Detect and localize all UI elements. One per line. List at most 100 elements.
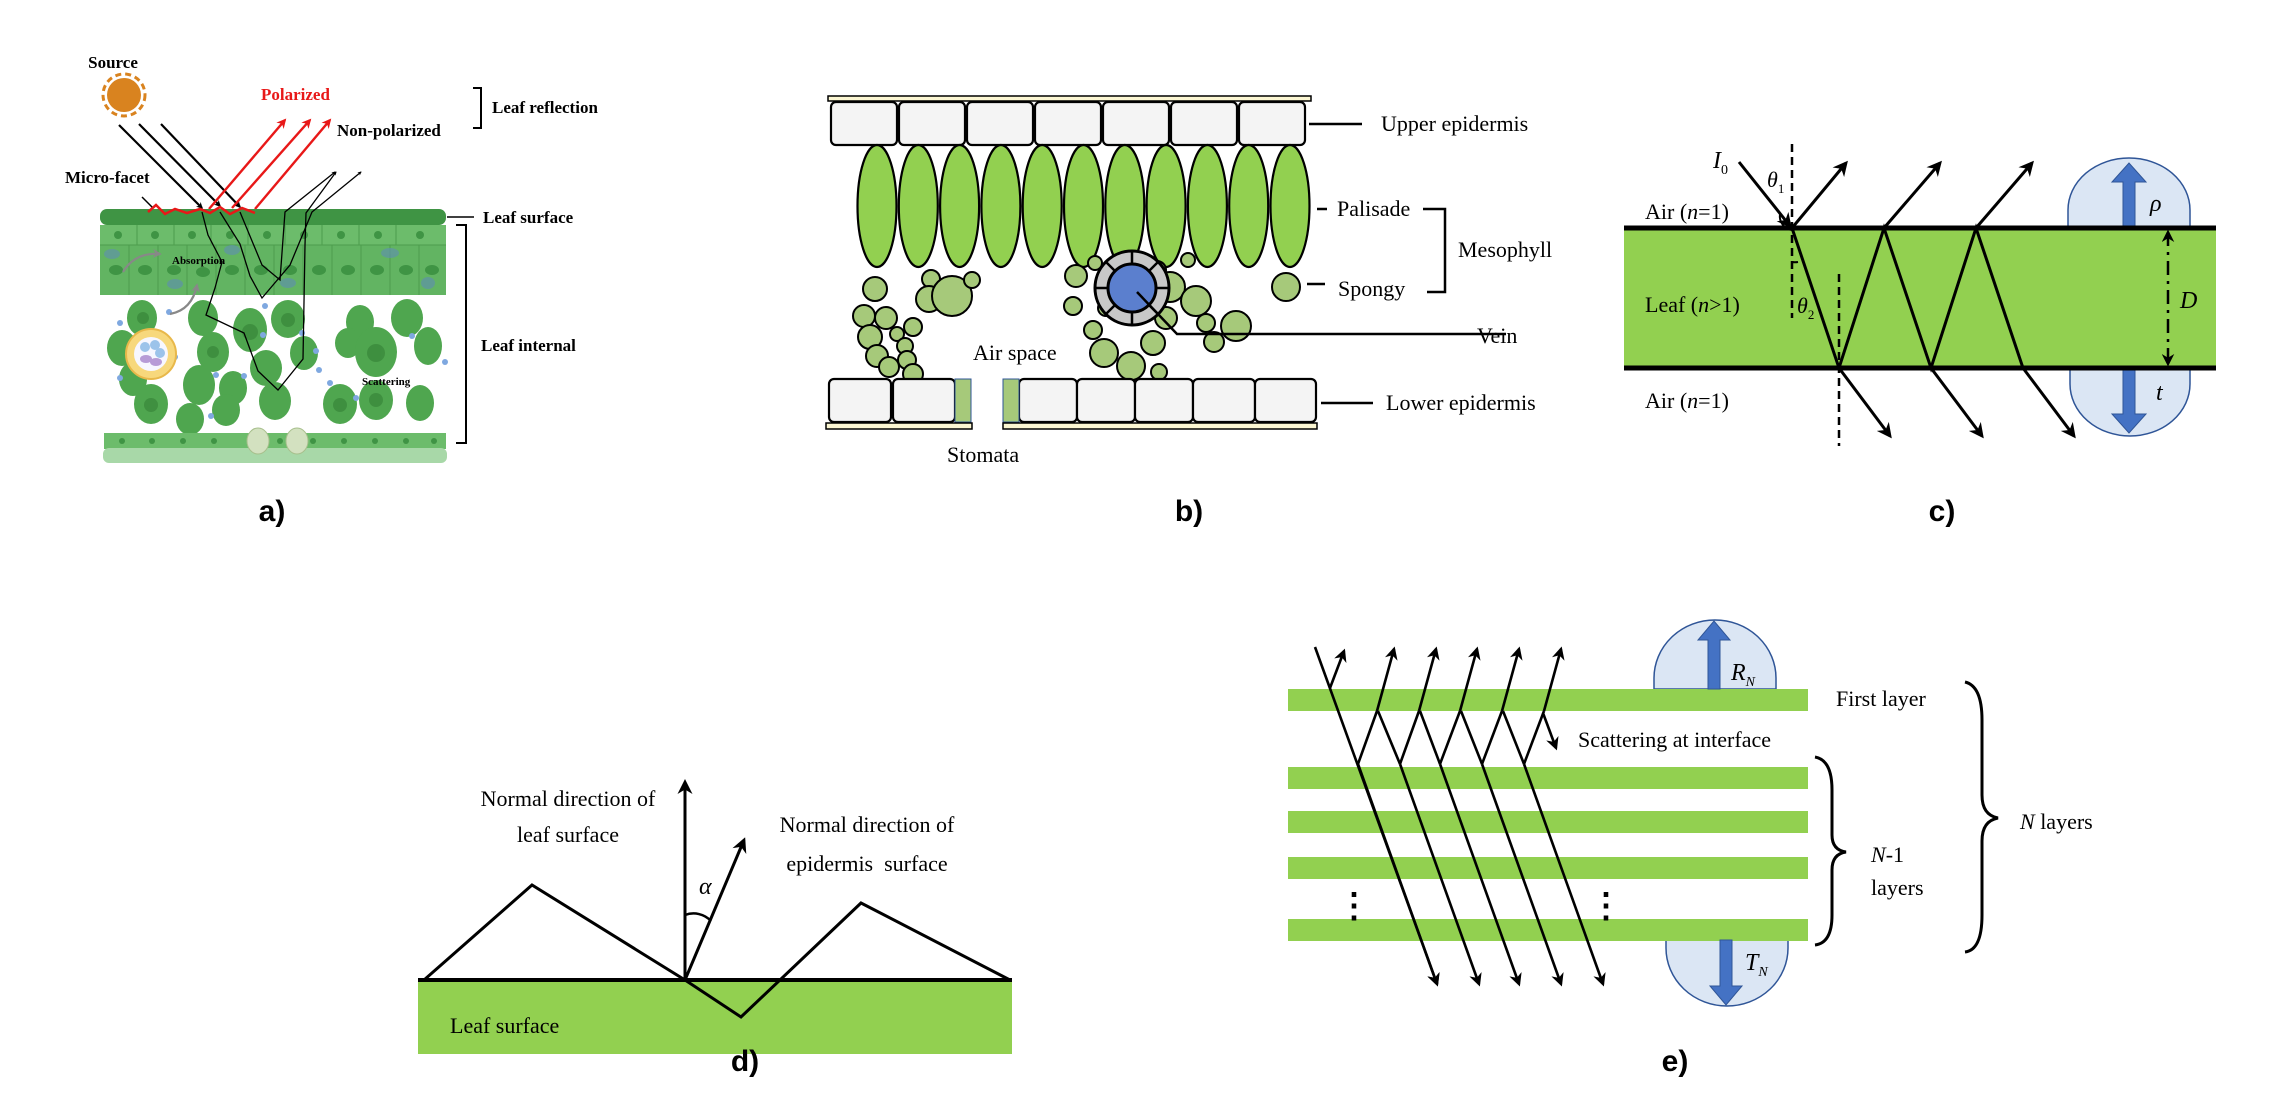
- vein-label: Vein: [1477, 323, 1517, 348]
- epidermis-cell: [827, 377, 893, 424]
- layer-stripe: [1288, 857, 1808, 879]
- transmitted-ray: [1356, 763, 1440, 987]
- first-layer-label: First layer: [1836, 686, 1926, 711]
- spongy-cell: [1180, 285, 1212, 317]
- panel-e: ⋮ ⋮ RN TN Scattering at interface First …: [1288, 619, 2093, 1078]
- palisade-cell: [1145, 143, 1187, 269]
- palisade-cell: [1062, 143, 1105, 269]
- dots-left: ⋮: [1337, 888, 1371, 925]
- panel-d: α Normal direction of leaf surface Norma…: [418, 779, 1012, 1078]
- epidermis-cell: [829, 100, 899, 147]
- mesophyll-label: Mesophyll: [1458, 237, 1552, 262]
- guard-cell: [246, 427, 270, 455]
- incident-label: I0: [1712, 148, 1728, 178]
- spongy-cell: [862, 276, 888, 302]
- reflected-ray: [1542, 646, 1565, 712]
- epidermis-profile: [423, 883, 1011, 1019]
- epidermis-cell: [1101, 100, 1171, 147]
- lower-epidermis-layer: [104, 433, 446, 449]
- light-path: [201, 171, 362, 391]
- spongy-cell: [852, 304, 876, 328]
- epidermis-normal-label-1: Normal direction of: [780, 812, 955, 837]
- spongy-label: Spongy: [1338, 276, 1405, 301]
- spongy-cell: [1140, 330, 1166, 356]
- internal-ray: [1438, 710, 1462, 765]
- spongy-cell: [1083, 320, 1103, 340]
- spongy-cell: [1196, 313, 1216, 333]
- panel-label-d: d): [731, 1045, 759, 1078]
- transmittance-label: t: [2156, 380, 2164, 406]
- reflected-ray: [1328, 648, 1347, 689]
- internal-ray: [1398, 710, 1421, 765]
- spongy-cell: [889, 326, 905, 342]
- spongy-cell: [931, 275, 973, 317]
- vein-leader: [1136, 291, 1506, 336]
- reflectance-label: ρ: [2149, 191, 2162, 217]
- upper-epidermis-cells: [829, 100, 1307, 147]
- absorption-label: Absorption: [172, 255, 225, 267]
- layer-stripe: [1288, 919, 1808, 941]
- air-space-label: Air space: [973, 340, 1057, 365]
- epidermis-cell: [1017, 377, 1079, 424]
- leaf-layer: [1624, 228, 2216, 368]
- epidermis-normal-label-2: epidermis surface: [786, 851, 947, 876]
- panel-c: I0 θ1 θ2 Air (n=1) Leaf (n>1) Air (n=1) …: [1624, 144, 2216, 528]
- spongy-cell: [1271, 272, 1301, 302]
- internal-ray: [1418, 710, 1442, 765]
- reflectance-arrow: [1696, 620, 1732, 690]
- spongy-cell: [1180, 252, 1196, 268]
- spongy-cell: [1150, 363, 1168, 381]
- leaf-internal-bracket: [456, 224, 467, 444]
- lower-cuticle: [1002, 422, 1318, 430]
- panel-label-e: e): [1662, 1045, 1689, 1078]
- palisade-cell: [856, 143, 898, 269]
- reflected-ray: [1417, 646, 1440, 712]
- leaf-reflection-label: Leaf reflection: [492, 98, 598, 117]
- palisade-cell: [897, 143, 939, 269]
- internal-ray: [1480, 710, 1504, 765]
- leaf-surface-layer: [100, 209, 446, 225]
- n-layers-brace: [1964, 680, 1999, 954]
- n-minus-1-layers-label: layers: [1871, 875, 1924, 900]
- transmitted-ray: [1480, 763, 1564, 987]
- spongy-cell: [1089, 338, 1119, 368]
- transmittance-arrow: [2110, 367, 2148, 434]
- palisade-cell: [938, 143, 981, 269]
- epidermis-cell: [1169, 100, 1239, 147]
- thickness-label: D: [2179, 288, 2197, 314]
- internal-ray: [1501, 710, 1526, 765]
- spongy-cell: [1063, 296, 1083, 316]
- panel-label-b: b): [1175, 495, 1203, 528]
- epidermis-cell: [1133, 377, 1195, 424]
- vascular-bundle: [125, 328, 177, 380]
- scattering-label: Scattering: [362, 376, 411, 388]
- epidermis-cell: [1075, 377, 1137, 424]
- stomata-label: Stomata: [947, 442, 1019, 467]
- panel-label-c: c): [1929, 495, 1956, 528]
- spongy-cell: [1203, 331, 1225, 353]
- n-layers-label: N layers: [2019, 809, 2093, 834]
- reflected-ray: [1375, 646, 1398, 712]
- leaf-surface-block: [418, 980, 1012, 1054]
- epidermis-normal-arrow: [683, 837, 747, 981]
- leaf-surface-label: Leaf surface: [483, 208, 574, 227]
- n-minus-1-label: N-1: [1870, 842, 1904, 867]
- epidermis-cell: [965, 100, 1035, 147]
- epidermis-cell: [1033, 100, 1103, 147]
- spongy-cell: [1116, 351, 1146, 381]
- spongy-cell: [874, 306, 898, 330]
- micro-facet-line: [147, 203, 256, 216]
- air-top-label: Air (n=1): [1645, 199, 1729, 224]
- palisade-cell: [980, 143, 1022, 269]
- source-label: Source: [88, 53, 138, 72]
- theta1-label: θ1: [1767, 167, 1784, 196]
- lower-cuticle: [825, 422, 973, 430]
- sun-icon: [101, 72, 147, 118]
- palisade-cell: [1186, 143, 1229, 269]
- polarized-rays: [208, 118, 332, 210]
- internal-ray: [1356, 710, 1379, 765]
- transmitted-ray: [1522, 763, 1606, 987]
- epidermis-cell: [1237, 100, 1307, 147]
- lower-epidermis-cells: [827, 377, 1318, 424]
